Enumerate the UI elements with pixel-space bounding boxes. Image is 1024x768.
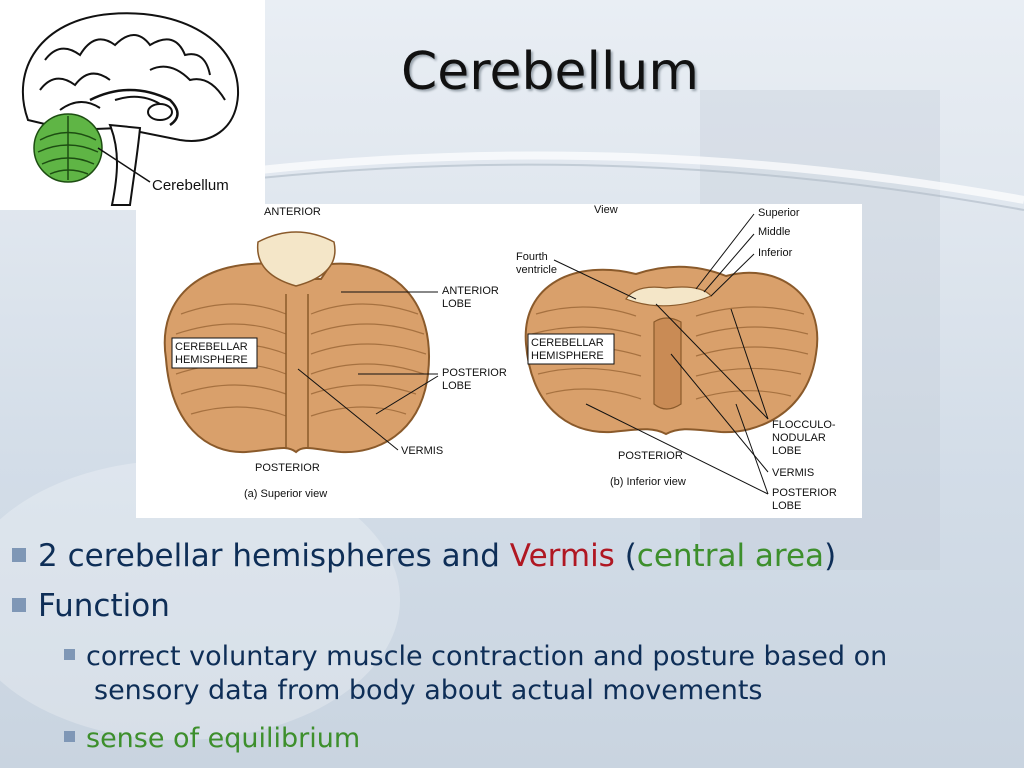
sub-bullet-muscle-line-2: sensory data from body about actual move… bbox=[94, 675, 763, 706]
cerebellum-views-illustration: ANTERIOR ANTERIOR LOBE CEREBELLAR HEMISP… bbox=[163, 204, 837, 512]
superior-posterior-lobe-label-1: POSTERIOR bbox=[442, 367, 507, 379]
vermis-region bbox=[285, 294, 309, 449]
superior-brainstem bbox=[256, 231, 336, 287]
superior-caption: (a) Superior view bbox=[244, 488, 327, 500]
bullet-hemispheres: 2 cerebellar hemispheres and Vermis (cen… bbox=[12, 538, 836, 574]
inferior-caption: (b) Inferior view bbox=[610, 476, 686, 488]
inferior-vermis-label: VERMIS bbox=[772, 467, 814, 479]
inferior-vermis-region bbox=[653, 317, 682, 410]
peduncle-middle-label: Middle bbox=[758, 226, 790, 238]
superior-view bbox=[163, 231, 430, 454]
inferior-view bbox=[524, 265, 819, 436]
peduncle-superior-leader bbox=[695, 213, 755, 290]
slide-title: Cerebellum bbox=[400, 42, 700, 102]
sub-bullet-muscle-contraction: correct voluntary muscle contraction and… bbox=[64, 640, 887, 674]
flocculonodular-label-3: LOBE bbox=[772, 445, 801, 457]
superior-hemisphere-label-1: CEREBELLAR bbox=[175, 341, 248, 353]
sub-bullet-equilibrium-text: sense of equilibrium bbox=[86, 723, 361, 754]
superior-top-label: ANTERIOR bbox=[264, 206, 321, 218]
anterior-lobe-label-2: LOBE bbox=[442, 298, 471, 310]
inferior-posterior-lobe-label-2: LOBE bbox=[772, 500, 801, 512]
superior-cerebellum-body bbox=[163, 262, 430, 454]
fourth-ventricle-leader bbox=[553, 259, 637, 300]
sub-bullet-square-icon bbox=[64, 649, 75, 660]
sub-bullet-equilibrium: sense of equilibrium bbox=[64, 722, 360, 756]
superior-vermis-leader bbox=[297, 368, 399, 451]
cerebellum-green bbox=[33, 113, 103, 183]
bullet-function: Function bbox=[12, 588, 170, 624]
superior-vermis-label: VERMIS bbox=[401, 445, 443, 457]
bullet-square-icon bbox=[12, 547, 26, 562]
inferior-hemisphere-box bbox=[527, 333, 615, 365]
inferior-posterior-lobe-leader bbox=[735, 403, 769, 495]
flocculonodular-leader-2 bbox=[730, 308, 769, 420]
superior-hemisphere-label-2: HEMISPHERE bbox=[175, 354, 248, 366]
flocculonodular-label-2: NODULAR bbox=[772, 432, 826, 444]
inferior-posterior-lobe-label-1: POSTERIOR bbox=[772, 487, 837, 499]
vermis-term: Vermis bbox=[509, 538, 615, 574]
cerebellum-figure: ANTERIOR ANTERIOR LOBE CEREBELLAR HEMISP… bbox=[136, 204, 862, 518]
peduncle-inferior-label: Inferior bbox=[758, 247, 793, 259]
fourth-ventricle-region bbox=[625, 286, 712, 307]
anterior-lobe-label-1: ANTERIOR bbox=[442, 285, 499, 297]
sub-bullet-muscle-continuation: sensory data from body about actual move… bbox=[94, 674, 763, 708]
superior-posterior-lobe-label-2: LOBE bbox=[442, 380, 471, 392]
bullet-hemispheres-text-2: ( bbox=[614, 538, 637, 574]
inferior-hemisphere-label-2: HEMISPHERE bbox=[531, 350, 604, 362]
brain-sagittal-illustration: Cerebellum bbox=[21, 12, 240, 206]
bullet-hemispheres-text-1: 2 cerebellar hemispheres and bbox=[38, 538, 510, 574]
inferior-hemisphere-label-1: CEREBELLAR bbox=[531, 337, 604, 349]
central-area-term: central area bbox=[636, 538, 825, 574]
peduncle-inferior-leader bbox=[710, 253, 755, 297]
fourth-ventricle-label-1: Fourth bbox=[516, 251, 548, 263]
flocculonodular-label-1: FLOCCULO- bbox=[772, 419, 836, 431]
thumbnail-label: Cerebellum bbox=[152, 177, 229, 194]
inferior-view-label: View bbox=[594, 204, 618, 216]
sub-bullet-square-icon bbox=[64, 731, 75, 742]
fourth-ventricle-label-2: ventricle bbox=[516, 264, 557, 276]
inferior-bottom-label: POSTERIOR bbox=[618, 450, 683, 462]
brain-thumbnail: Cerebellum bbox=[0, 0, 265, 210]
flocculonodular-leader-1 bbox=[655, 303, 769, 420]
sub-bullet-muscle-line-1: correct voluntary muscle contraction and… bbox=[86, 641, 888, 672]
superior-hemisphere-box bbox=[171, 337, 258, 369]
cerebrum-outline bbox=[21, 12, 240, 142]
bullet-function-text: Function bbox=[38, 588, 170, 624]
peduncle-superior-label: Superior bbox=[758, 207, 800, 219]
bullet-square-icon bbox=[12, 597, 26, 612]
peduncle-middle-leader bbox=[703, 233, 755, 293]
bullet-hemispheres-text-3: ) bbox=[824, 538, 837, 574]
inferior-vermis-leader bbox=[670, 353, 769, 473]
superior-bottom-label: POSTERIOR bbox=[255, 462, 320, 474]
thumbnail-leader-line bbox=[97, 147, 151, 183]
